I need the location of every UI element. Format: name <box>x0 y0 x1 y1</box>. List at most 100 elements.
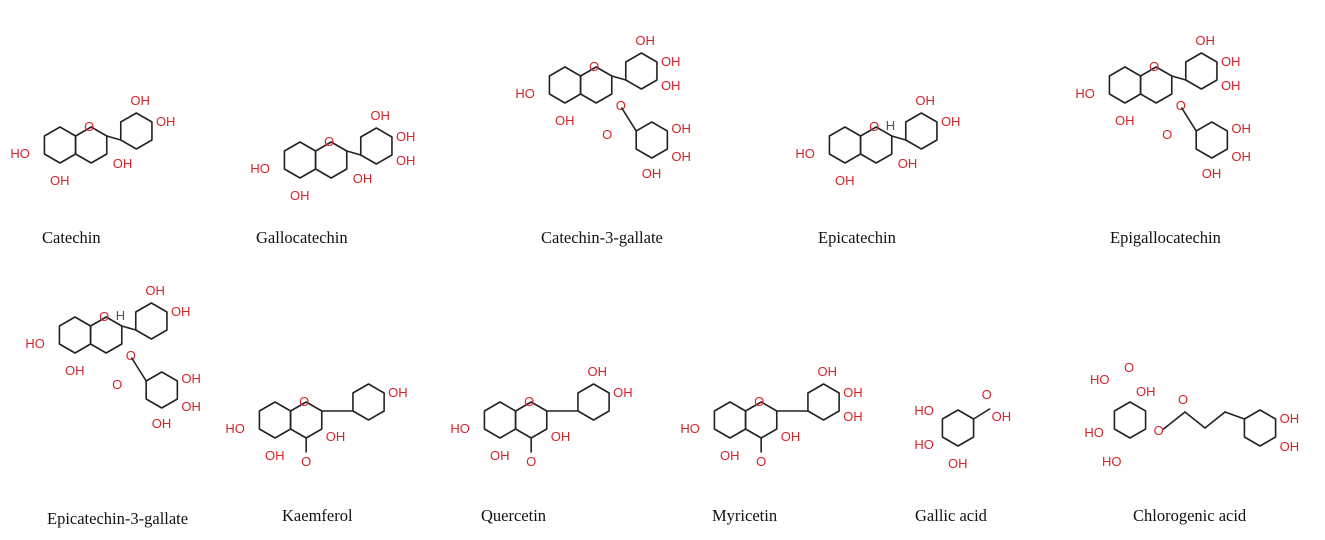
hydroxyl-label-3: OH <box>353 171 373 186</box>
ring-oxygen-label: O <box>299 394 309 409</box>
hydroxyl-label-b: OH <box>818 364 838 379</box>
bond-chain <box>1184 411 1206 429</box>
hydroxyl-label-g: HO <box>914 437 934 452</box>
ring-b <box>352 383 385 421</box>
hydroxyl-label-b: OH <box>396 153 416 168</box>
carbonyl-oxygen-label: O <box>301 454 311 469</box>
ring-b <box>624 52 658 90</box>
bond-c2-b1 <box>610 75 627 81</box>
hydroxyl-label-g: OH <box>642 166 662 181</box>
bond-c2-b1 <box>345 150 362 156</box>
compound-label-catechin-3-gallate: Catechin-3-gallate <box>541 228 663 247</box>
hydroxyl-label-g: OH <box>152 416 172 431</box>
hydrogen-label: H <box>886 118 895 133</box>
carbonyl-oxygen-label: O <box>756 454 766 469</box>
hydroxyl-label-c: OH <box>1280 411 1300 426</box>
hydroxyl-label-5: OH <box>290 188 310 203</box>
hydroxyl-label-7: HO <box>10 146 30 161</box>
ring-b <box>904 112 938 150</box>
bond-carboxyl <box>972 408 991 420</box>
compound-label-gallic-acid: Gallic acid <box>915 506 988 525</box>
hydroxyl-label-g: OH <box>181 371 201 386</box>
ring-b <box>119 112 153 150</box>
bond-c2-b1 <box>120 325 137 331</box>
ring-oxygen-label: O <box>99 309 109 324</box>
hydroxyl-label-q: OH <box>1136 384 1156 399</box>
compound-label-epicatechin-3-gallate: Epicatechin-3-gallate <box>47 509 188 528</box>
hydroxyl-label-b: OH <box>156 114 176 129</box>
ester-oxygen-label: O <box>1176 98 1186 113</box>
compound-label-kaemferol: Kaemferol <box>282 506 353 525</box>
ring-gallate <box>1195 121 1229 159</box>
bond-chain <box>1224 411 1246 420</box>
ring-a <box>283 141 317 179</box>
carbonyl-oxygen-label: O <box>602 127 612 142</box>
hydroxyl-label-g: OH <box>1231 121 1251 136</box>
ring-b <box>577 383 610 421</box>
hydroxyl-label-5: OH <box>490 448 510 463</box>
hydrogen-label: H <box>116 308 125 323</box>
ring-a <box>58 316 92 354</box>
hydroxyl-label-c: OH <box>1280 439 1300 454</box>
hydroxyl-label-b: OH <box>370 108 390 123</box>
hydroxyl-label-3: OH <box>326 429 346 444</box>
labels-layer: Catechin Gallocatechin Catechin-3-gallat… <box>42 228 1247 528</box>
ring-oxygen-label: O <box>1149 59 1159 74</box>
hydroxyl-label-b: OH <box>915 93 935 108</box>
compound-label-chlorogenic-acid: Chlorogenic acid <box>1133 506 1247 525</box>
hydroxyl-label-g: HO <box>914 403 934 418</box>
hydroxyl-label-g: OH <box>1202 166 1222 181</box>
hydroxyl-label-3: OH <box>781 429 801 444</box>
compound-label-myricetin: Myricetin <box>712 506 777 525</box>
compound-label-gallocatechin: Gallocatechin <box>256 228 348 247</box>
hydroxyl-label-b: OH <box>388 385 408 400</box>
bond-c2-b1 <box>105 135 122 141</box>
bond-chain <box>1204 411 1226 429</box>
hydroxyl-label-3: OH <box>113 156 133 171</box>
ring-a <box>548 66 582 104</box>
carboxyl-hydroxyl-label: HO <box>1090 372 1110 387</box>
bond-c2-b1 <box>1170 75 1187 81</box>
carbonyl-oxygen-label: O <box>1162 127 1172 142</box>
bond-ester <box>130 357 147 382</box>
compound-label-catechin: Catechin <box>42 228 101 247</box>
ring-oxygen-label: O <box>324 134 334 149</box>
hydroxyl-label-g: OH <box>671 121 691 136</box>
hydroxyl-label-g: OH <box>181 399 201 414</box>
hydroxyl-label-b: OH <box>396 129 416 144</box>
ring-b <box>359 127 393 165</box>
hydroxyl-label-b: OH <box>1195 33 1215 48</box>
carbonyl-oxygen-label: O <box>982 387 992 402</box>
carbonyl-oxygen-label: O <box>1178 392 1188 407</box>
hydroxyl-label-q: HO <box>1084 425 1104 440</box>
ring-oxygen-label: O <box>84 119 94 134</box>
ester-oxygen-label: O <box>126 348 136 363</box>
hydroxyl-label-3: OH <box>898 156 918 171</box>
hydroxyl-label-5: OH <box>265 448 285 463</box>
hydroxyl-label-b: OH <box>843 385 863 400</box>
ring-a <box>713 401 747 439</box>
hydroxyl-label-g: OH <box>948 456 968 471</box>
bond-c2-b1 <box>890 135 907 141</box>
hydroxyl-label-5: OH <box>555 113 575 128</box>
hydroxyl-label-7: HO <box>450 421 470 436</box>
ring-a <box>483 401 517 439</box>
hydroxyl-label-7: HO <box>250 161 270 176</box>
carbonyl-oxygen-label: O <box>526 454 536 469</box>
hydroxyl-label-g: OH <box>671 149 691 164</box>
hydroxyl-label-b: OH <box>635 33 655 48</box>
ester-oxygen-label: O <box>616 98 626 113</box>
hydroxyl-label-5: OH <box>50 173 70 188</box>
ring-oxygen-label: O <box>869 119 879 134</box>
hydroxyl-label-5: OH <box>65 363 85 378</box>
hydroxyl-label-b: OH <box>1221 78 1241 93</box>
gallocatechin-structure: O HO OH OH OH OH OH <box>250 108 415 203</box>
ring-b <box>134 302 168 340</box>
ring-a <box>828 126 862 164</box>
